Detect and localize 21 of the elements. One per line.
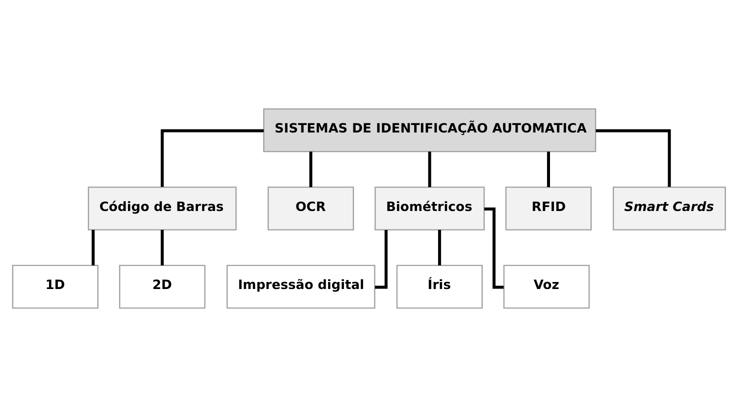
connector <box>428 151 432 187</box>
node-box: SISTEMAS DE IDENTIFICAÇÃO AUTOMATICA <box>263 108 596 152</box>
node-box: 1D <box>12 264 98 308</box>
node-box: Voz <box>503 264 590 308</box>
connector <box>160 229 164 265</box>
connector <box>596 128 671 186</box>
node-box: Smart Cards <box>612 186 726 230</box>
node-box: 2D <box>119 264 206 308</box>
connector <box>160 128 264 186</box>
node-box: Impressão digital <box>226 264 376 308</box>
connector <box>309 151 312 187</box>
node-box: Código de Barras <box>88 186 237 230</box>
node-box: RFID <box>505 186 592 230</box>
connector <box>547 151 550 187</box>
connector <box>438 229 442 265</box>
connector <box>374 230 388 288</box>
connector <box>92 229 95 265</box>
node-box: OCR <box>268 186 354 230</box>
node-box: Biométricos <box>374 186 485 230</box>
node-box: Íris <box>396 264 483 308</box>
connector <box>484 207 504 288</box>
